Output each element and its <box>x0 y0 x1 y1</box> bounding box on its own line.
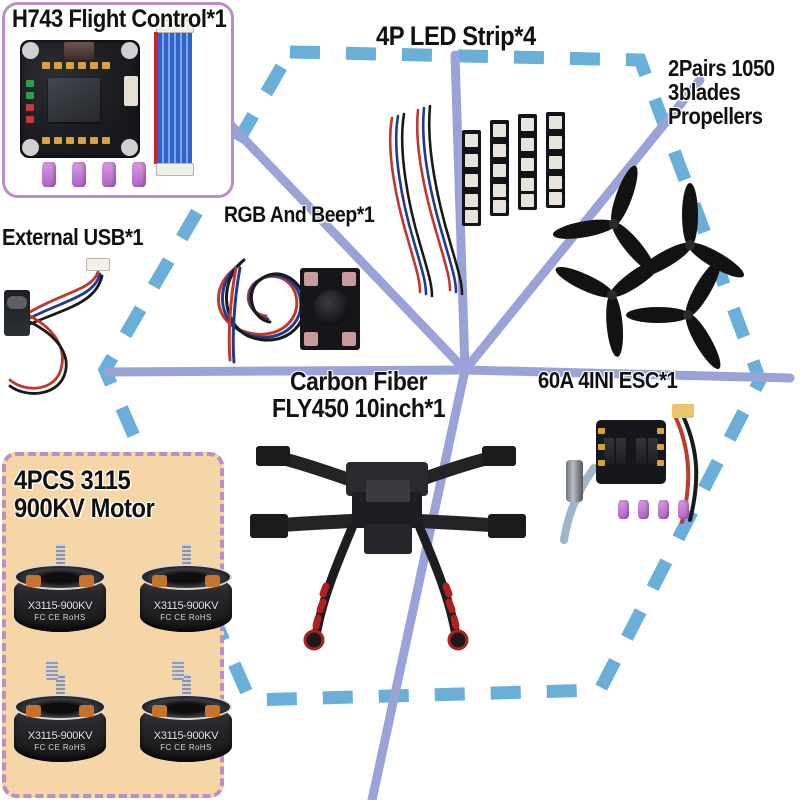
motor-model-text: X3115-900KV <box>27 730 93 742</box>
external-usb-module <box>4 290 30 336</box>
esc-grommet <box>678 500 689 519</box>
motor-cert-text: FC CE RoHS <box>160 743 212 752</box>
motor-cert-text: FC CE RoHS <box>160 613 212 622</box>
motor-cert-text: FC CE RoHS <box>34 613 86 622</box>
spoke-up <box>450 50 470 375</box>
spoke-right <box>460 365 795 383</box>
vibration-grommet <box>42 162 56 187</box>
xt60-connector <box>672 404 694 418</box>
ribbon-cable <box>154 20 194 176</box>
label-esc: 60A 4INI ESC*1 <box>538 367 678 393</box>
brushless-motor: X3115-900KV FC CE RoHS <box>14 674 106 764</box>
usb-port-icon <box>64 42 94 60</box>
esc-grommet <box>618 500 629 519</box>
vibration-grommet <box>132 162 146 187</box>
motor-model-text: X3115-900KV <box>153 730 219 742</box>
esc-capacitor <box>566 460 583 502</box>
label-led-strip: 4P LED Strip*4 <box>376 21 536 51</box>
esc-grommet <box>658 500 669 519</box>
esc-board <box>596 420 666 484</box>
usb-jst-connector <box>86 258 110 271</box>
label-flight-controller: H743 Flight Control*1 <box>12 5 227 33</box>
label-rgb-beep: RGB And Beep*1 <box>224 202 375 227</box>
motor-shaft <box>56 544 65 570</box>
rgb-beeper-board <box>300 268 360 350</box>
vibration-grommet <box>72 162 86 187</box>
vibration-grommet <box>102 162 116 187</box>
brushless-motor: X3115-900KV FC CE RoHS <box>14 544 106 634</box>
motor-screw <box>172 660 184 680</box>
buzzer-icon <box>314 290 350 326</box>
brushless-motor: X3115-900KV FC CE RoHS <box>140 674 232 764</box>
propeller-group <box>552 165 744 369</box>
led-wire-harness <box>388 104 464 298</box>
mcu-chip <box>48 78 100 122</box>
label-motor: 4PCS 3115 900KV Motor <box>14 465 155 524</box>
motor-model-text: X3115-900KV <box>27 600 93 612</box>
motor-model-text: X3115-900KV <box>153 600 219 612</box>
board-connector <box>124 76 138 106</box>
drone-frame <box>250 446 526 651</box>
esc-grommet <box>638 500 649 519</box>
motor-cert-text: FC CE RoHS <box>34 743 86 752</box>
spoke-left <box>103 365 470 377</box>
motor-screw <box>46 660 58 680</box>
spoke-upper-left <box>221 115 470 375</box>
rgb-beeper-wire <box>217 258 307 364</box>
label-external-usb: External USB*1 <box>2 224 144 250</box>
label-frame: Carbon Fiber FLY450 10inch*1 <box>272 366 446 424</box>
brushless-motor: X3115-900KV FC CE RoHS <box>140 544 232 634</box>
spoke-down <box>367 365 470 800</box>
label-propellers: 2Pairs 1050 3blades Propellers <box>668 55 775 130</box>
external-usb-wire <box>8 270 104 395</box>
flight-controller-board <box>20 40 140 158</box>
